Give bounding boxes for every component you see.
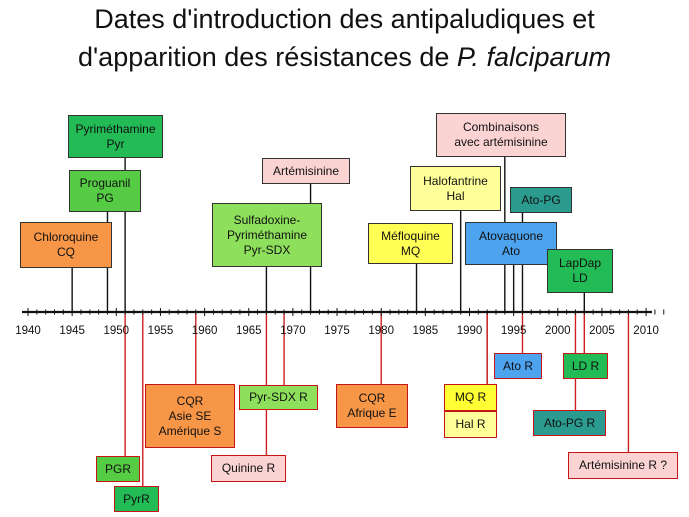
axis-tick-label: 1950 [104,325,130,337]
axis-tick-label: 1960 [192,325,218,337]
drug-label: Ato [501,243,520,258]
drug-box: Ato-PG [510,187,572,213]
resistance-box: Hal R [444,411,497,438]
drug-label: Atovaquone [478,228,544,243]
title-text-1: Dates d'introduction des antipaludiques … [94,4,595,34]
resistance-label: Ato-PG R [543,415,596,430]
axis-tick-label: 1945 [59,325,85,337]
drug-label: Hal [446,188,465,203]
resistance-box: PGR [96,456,140,482]
resistance-label: Amérique S [158,423,222,438]
resistance-label: CQR [176,393,204,408]
drug-label: Chloroquine [33,230,99,244]
resistance-label: PGR [104,461,131,476]
drug-label: MQ [400,243,421,258]
axis-tick-label: 1980 [368,325,394,337]
resistance-box: PyrR [114,486,159,512]
resistance-label: CQR [358,391,386,405]
resistance-label: PyrR [123,491,150,506]
drug-label: Proguanil [79,176,131,190]
drug-box: Artémisinine [262,158,350,184]
resistance-label: Afrique E [347,406,397,420]
resistance-box: Artémisinine R ? [568,452,678,479]
resistance-box: Pyr-SDX R [239,385,318,410]
resistance-box: Quinine R [211,455,286,482]
axis-tick-label: 1995 [501,325,527,337]
title-species: P. falciparum [456,42,611,72]
drug-label: Pyr [106,136,125,151]
axis-tick-label: 1955 [148,325,174,337]
drug-label: Artémisinine [272,163,340,178]
drug-label: Halofantrine [423,173,488,188]
drug-label: LD [572,271,588,285]
resistance-box: MQ R [444,384,497,411]
drug-label: LapDap [558,256,602,270]
resistance-label: Ato R [502,358,533,373]
resistance-box: LD R [563,353,608,379]
title-text-2: d'apparition des résistances de [78,42,457,72]
resistance-label: Asie SE [168,408,212,423]
resistance-label: LD R [571,358,600,373]
resistance-label: Pyr-SDX R [249,390,308,404]
drug-label: Combinaisons [462,120,540,134]
axis-tick-label: 2010 [633,325,659,337]
title-line-2: d'apparition des résistances de P. falci… [0,42,689,73]
drug-label: Pyr-SDX [243,242,291,257]
drug-label: Méfloquine [381,228,440,243]
drug-label: Pyriméthamine [226,227,308,242]
resistance-label: Quinine R [221,461,276,475]
drug-label: Pyriméthamine [75,121,156,136]
axis-tick-label: 1940 [15,325,41,337]
resistance-label: Artémisinine R ? [578,458,668,472]
axis-tick-label: 1985 [413,325,439,337]
resistance-label: MQ R [454,390,487,404]
axis-tick-label: 1990 [457,325,483,337]
axis-tick-label: 1965 [236,325,262,337]
resistance-box: Ato-PG R [533,410,606,436]
axis-tick-label: 2005 [589,325,615,337]
drug-label: Ato-PG [521,192,561,207]
axis-tick-label: 1970 [280,325,306,337]
axis-tick-label: 2000 [545,325,571,337]
drug-label: CQ [57,245,75,259]
drug-label: PG [96,191,114,205]
timeline-axis: 1940 1945 1950 1955 1960 1965 1970 1975 1980 1985… [15,308,665,337]
resistance-box: Ato R [494,353,542,379]
axis-tick-label: 1975 [324,325,350,337]
title-line-1: Dates d'introduction des antipaludiques … [0,4,689,35]
drug-label: Sulfadoxine- [233,212,301,227]
resistance-label: Hal R [455,417,486,431]
drug-label: avec artémisinine [454,135,548,149]
